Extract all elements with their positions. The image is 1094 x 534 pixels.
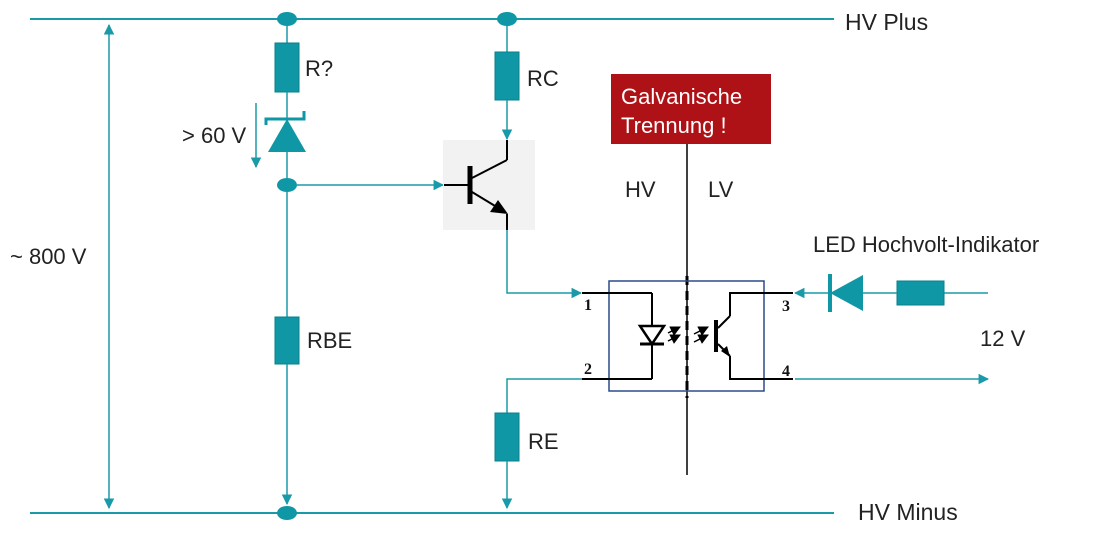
resistor-rbe-label: RBE <box>307 328 352 353</box>
zener-diode <box>264 111 306 152</box>
pin-1-label: 1 <box>584 297 592 314</box>
total-voltage-label: ~ 800 V <box>10 244 87 269</box>
pin-3-label: 3 <box>782 298 790 315</box>
pin-4-label: 4 <box>782 363 790 380</box>
zener-voltage-label: > 60 V <box>182 123 247 148</box>
resistor-rbe <box>274 316 300 365</box>
led-indicator-label: LED Hochvolt-Indikator <box>813 232 1039 257</box>
npn-transistor <box>443 140 535 230</box>
indicator-led-diode <box>828 274 863 312</box>
resistor-r-top-label: R? <box>305 56 333 81</box>
emitter-wire <box>506 230 583 299</box>
resistor-rc-label: RC <box>527 66 559 91</box>
junction-node <box>277 506 297 520</box>
galvanic-isolation-warning <box>611 74 771 144</box>
warning-line2: Trennung ! <box>621 113 727 138</box>
supply-voltage-label: 12 V <box>980 326 1026 351</box>
resistor-re-label: RE <box>528 429 559 454</box>
junction-node <box>277 12 297 26</box>
pin-2-label: 2 <box>584 361 592 378</box>
led-resistor <box>896 280 945 306</box>
resistor-re <box>494 412 520 462</box>
resistor-rc <box>494 51 520 101</box>
junction-node <box>277 178 297 192</box>
hv-plus-label: HV Plus <box>845 9 928 35</box>
hv-side-label: HV <box>625 177 656 202</box>
junction-node <box>497 12 517 26</box>
lv-side-label: LV <box>708 177 734 202</box>
warning-line1: Galvanische <box>621 84 742 109</box>
hv-minus-label: HV Minus <box>858 499 958 525</box>
re-wire <box>506 378 582 413</box>
optocoupler <box>582 280 793 392</box>
resistor-r-top <box>274 42 300 93</box>
